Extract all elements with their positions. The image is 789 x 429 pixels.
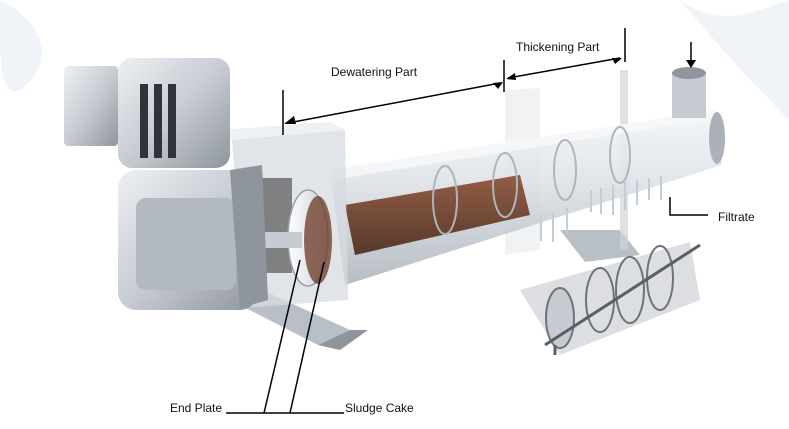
filtrate-drops (540, 176, 662, 242)
filtrate-label: Filtrate (718, 210, 755, 224)
drive-motor (64, 58, 268, 310)
sludge-cake-label: Sludge Cake (345, 401, 414, 415)
end-plate (262, 189, 332, 287)
dewatering-part-label: Dewatering Part (331, 65, 418, 79)
thickening-part-label: Thickening Part (516, 40, 600, 54)
background-splash (0, 0, 789, 120)
annotation-lines (226, 28, 708, 414)
screen-tube (330, 67, 725, 285)
end-plate-label: End Plate (170, 401, 223, 415)
screw-element-detail (520, 242, 701, 355)
